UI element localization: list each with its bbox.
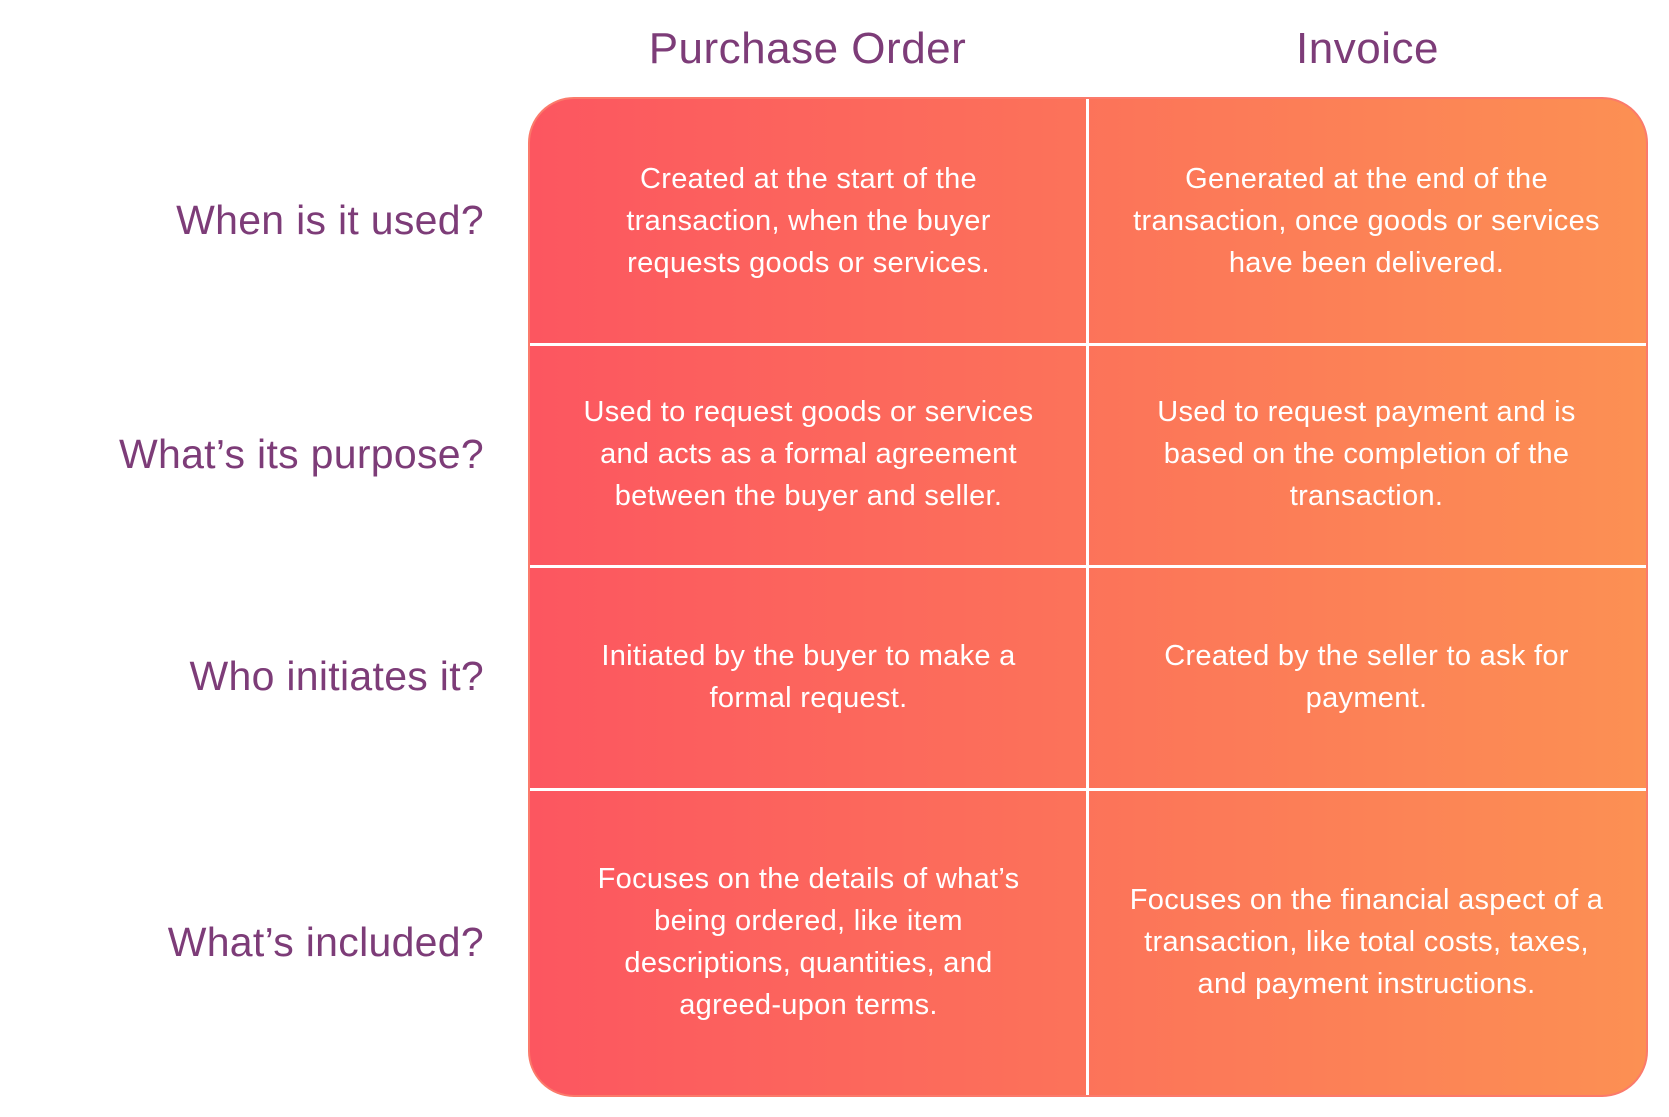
row-label-when-is-it-used: When is it used? — [0, 97, 484, 343]
cell-text: Created by the seller to ask for payment… — [1164, 639, 1569, 714]
cell-text: Used to request payment and is based on … — [1157, 396, 1576, 512]
cell-text: Focuses on the financial aspect of a tra… — [1129, 883, 1604, 1000]
column-divider-line — [1086, 99, 1089, 1095]
row-label-whats-included: What’s included? — [0, 788, 484, 1097]
row-label-text: What’s its purpose? — [118, 430, 484, 477]
table-cell-grid: Created at the start of the transaction,… — [530, 99, 1646, 1095]
cell-purchase-order-when-used: Created at the start of the transaction,… — [530, 99, 1087, 343]
row-label-text: Who initiates it? — [189, 653, 484, 699]
cell-invoice-initiator: Created by the seller to ask for payment… — [1087, 565, 1646, 788]
column-header-purchase-order-label: Purchase Order — [648, 23, 967, 73]
column-header-invoice-label: Invoice — [1296, 23, 1439, 73]
column-header-purchase-order: Purchase Order — [528, 0, 1087, 97]
cell-purchase-order-initiator: Initiated by the buyer to make a formal … — [530, 565, 1087, 788]
row-label-text: What’s included? — [167, 919, 484, 965]
row-divider-line-2 — [530, 565, 1646, 568]
column-header-invoice: Invoice — [1087, 0, 1648, 97]
cell-purchase-order-purpose: Used to request goods or services and ac… — [530, 343, 1087, 565]
row-divider-line-1 — [530, 343, 1646, 346]
cell-text: Focuses on the details of what’s being o… — [597, 862, 1020, 1021]
row-label-text: When is it used? — [176, 196, 484, 243]
cell-invoice-purpose: Used to request payment and is based on … — [1087, 343, 1646, 565]
cell-text: Generated at the end of the transaction,… — [1133, 163, 1600, 279]
comparison-table-card: Created at the start of the transaction,… — [528, 97, 1648, 1097]
cell-text: Used to request goods or services and ac… — [583, 396, 1034, 512]
row-label-who-initiates-it: Who initiates it? — [0, 565, 484, 788]
cell-invoice-included: Focuses on the financial aspect of a tra… — [1087, 788, 1646, 1095]
cell-purchase-order-included: Focuses on the details of what’s being o… — [530, 788, 1087, 1095]
cell-invoice-when-used: Generated at the end of the transaction,… — [1087, 99, 1646, 343]
cell-text: Initiated by the buyer to make a formal … — [601, 639, 1016, 714]
row-divider-line-3 — [530, 788, 1646, 791]
row-label-whats-its-purpose: What’s its purpose? — [0, 343, 484, 565]
cell-text: Created at the start of the transaction,… — [626, 163, 991, 279]
